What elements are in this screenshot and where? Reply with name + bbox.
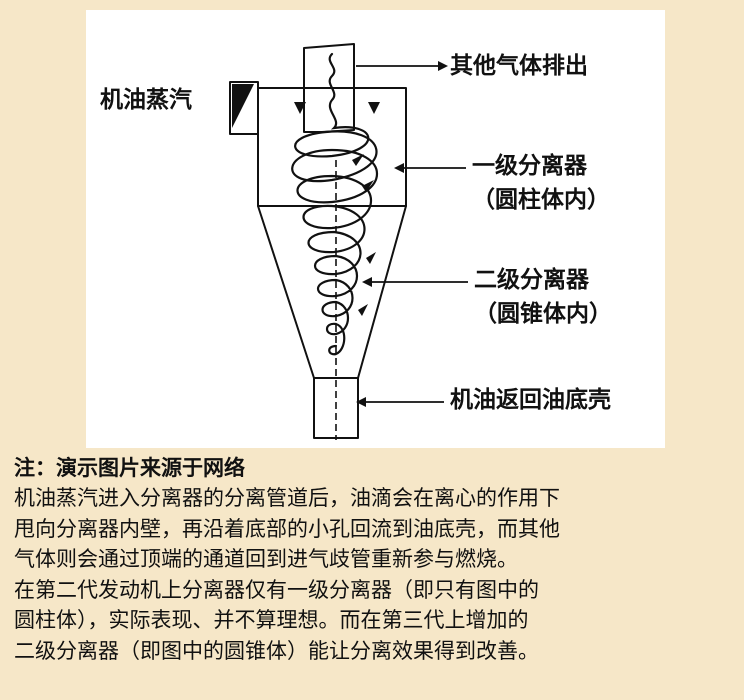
label-stage1-sub: （圆柱体内） <box>472 187 610 213</box>
caption-block: 注：演示图片来源于网络 机油蒸汽进入分离器的分离管道后，油滴会在离心的作用下 甩… <box>14 454 736 666</box>
label-stage2-title: 二级分离器 <box>474 267 589 293</box>
cylinder-body <box>257 87 407 207</box>
label-stage2-sub: （圆锥体内） <box>474 301 612 327</box>
leader-oil-arrow <box>356 397 366 407</box>
caption-line: 在第二代发动机上分离器仅有一级分离器（即只有图中的 <box>14 577 539 602</box>
caption-line: 圆柱体），实际表现、并不算理想。而在第三代上增加的 <box>14 608 529 632</box>
caption-line: 甩向分离器内壁，再沿着底部的小孔回流到油底壳，而其他 <box>14 516 560 541</box>
inlet-triangle <box>232 84 254 128</box>
spiral-flow <box>291 52 378 356</box>
label-oil-return: 机油返回油底壳 <box>450 387 611 413</box>
leader-gas-arrow <box>438 61 448 71</box>
caption-line: 机油蒸汽进入分离器的分离管道后，油滴会在离心的作用下 <box>14 486 560 510</box>
caption-line: 二级分离器（即图中的圆锥体）能让分离效果得到改善。 <box>14 638 539 663</box>
diagram-panel: 机油蒸汽 其他气体排出 一级分离器 （圆柱体内） 二级分离器 （圆锥体内） 机油… <box>86 10 665 448</box>
label-stage1-title: 一级分离器 <box>472 153 587 179</box>
label-oil-vapor: 机油蒸汽 <box>100 87 192 113</box>
leader-stage1-arrow <box>394 163 404 173</box>
inlet-pipe <box>229 81 259 135</box>
caption-line: 气体则会通过顶端的通道回到进气歧管重新参与燃烧。 <box>14 547 518 571</box>
leader-stage2-arrow <box>362 277 372 287</box>
caption-note: 注：演示图片来源于网络 <box>14 456 245 480</box>
cyclone-separator-diagram <box>229 43 468 440</box>
label-gas-exhaust: 其他气体排出 <box>450 53 588 79</box>
